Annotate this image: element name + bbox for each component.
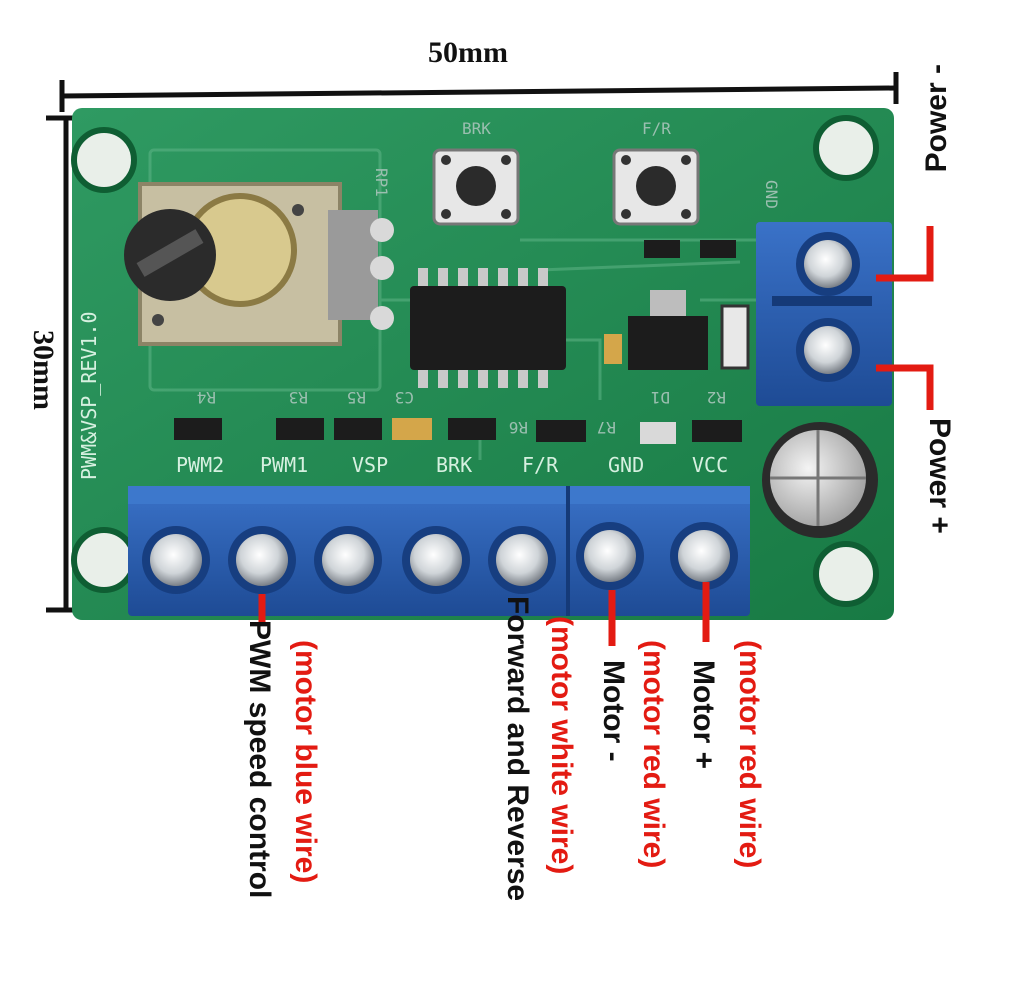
pin-label-vsp: VSP xyxy=(352,453,388,477)
width-dimension-line xyxy=(59,72,899,112)
d1-label: D1 xyxy=(651,388,670,407)
motor-minus-label: Motor - xyxy=(597,660,630,762)
pwm-speed-label: PWM speed control xyxy=(243,620,276,899)
pin-label-pwm2: PWM2 xyxy=(176,453,224,477)
pin-label-gnd: GND xyxy=(608,453,644,477)
brk-button-label: BRK xyxy=(462,119,491,138)
resistor-labels: R4 R3 R5 C3 R6 R7 D1 R2 xyxy=(197,388,726,437)
callout-lines xyxy=(258,226,934,646)
pin-labels: PWM2 PWM1 VSP BRK F/R GND VCC xyxy=(176,453,728,477)
power-minus-label: Power - xyxy=(920,64,953,173)
motor-minus-wire-label: (motor red wire) xyxy=(637,640,670,869)
brk-button[interactable] xyxy=(432,148,520,226)
r3-label: R3 xyxy=(289,388,308,407)
smd-components xyxy=(174,418,742,444)
power-plus-label: Power + xyxy=(923,418,956,534)
fr-wire-label: (motor white wire) xyxy=(545,616,578,875)
gnd-top-label: GND xyxy=(762,180,781,209)
pin-label-fr: F/R xyxy=(522,453,559,477)
pwm-wire-label: (motor blue wire) xyxy=(289,640,322,884)
potentiometer[interactable] xyxy=(124,182,394,346)
pin-label-pwm1: PWM1 xyxy=(260,453,308,477)
terminal-screws xyxy=(142,522,738,594)
motor-plus-wire-label: (motor red wire) xyxy=(733,640,766,869)
pin-label-vcc: VCC xyxy=(692,453,728,477)
mounting-holes xyxy=(71,115,879,607)
voltage-regulator xyxy=(604,240,750,370)
ic-chip xyxy=(410,268,566,388)
r4-label: R4 xyxy=(197,388,216,407)
fr-button[interactable] xyxy=(612,148,700,226)
r7-label: R7 xyxy=(597,418,616,437)
forward-reverse-label: Forward and Reverse xyxy=(501,596,534,902)
fr-button-label: F/R xyxy=(642,119,671,138)
rp1-label: RP1 xyxy=(372,168,391,197)
pin-label-brk: BRK xyxy=(436,453,472,477)
power-terminal-block xyxy=(756,222,892,406)
board-revision-label: PWM&VSP_REV1.0 xyxy=(77,311,101,480)
width-dimension-label: 50mm xyxy=(428,36,508,69)
motor-plus-label: Motor + xyxy=(687,660,720,770)
r2-label: R2 xyxy=(707,388,726,407)
electrolytic-capacitor xyxy=(762,422,878,538)
c3-label: C3 xyxy=(395,388,414,407)
r6-label: R6 xyxy=(509,418,528,437)
r5-label: R5 xyxy=(347,388,366,407)
